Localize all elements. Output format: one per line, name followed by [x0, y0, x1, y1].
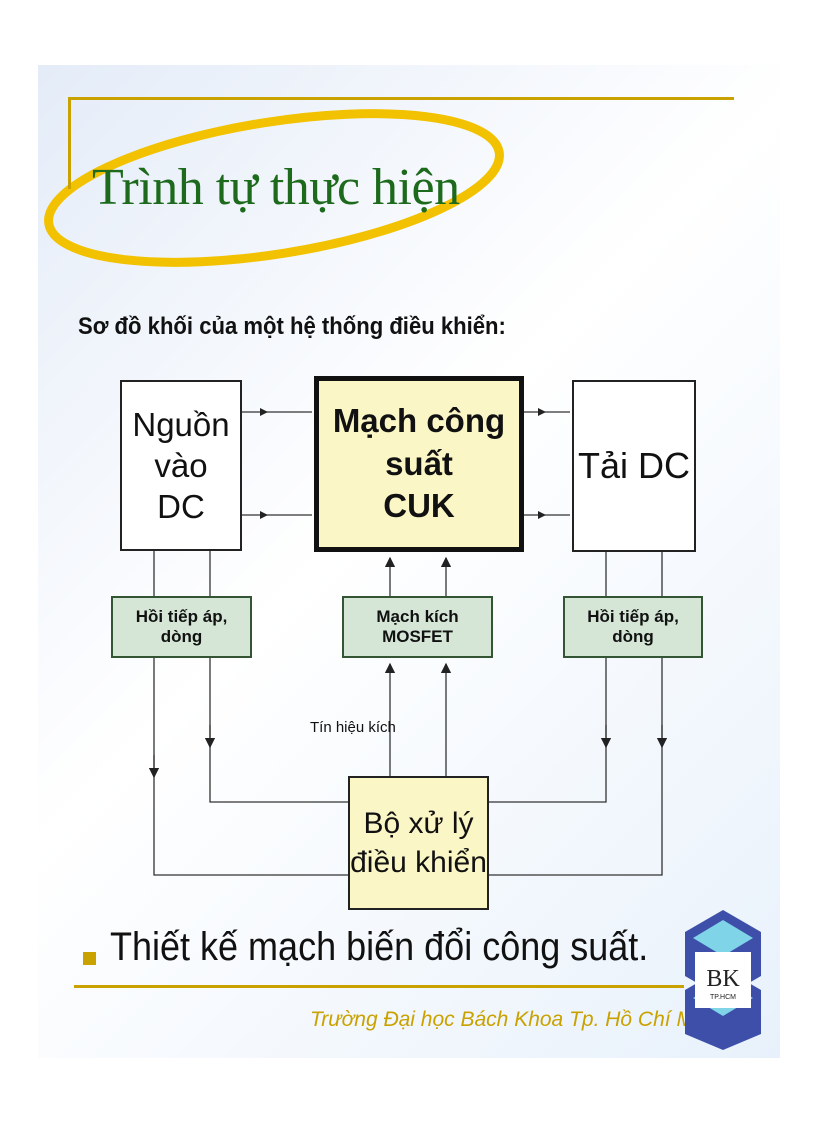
wire-fb-left-cpu-outer: [153, 658, 348, 876]
dc-source-label-1: Nguồn vào: [132, 405, 230, 484]
wire-fb-right-cpu-inner: [489, 658, 607, 803]
cuk-power-label-1: Mạch công suất: [332, 401, 506, 482]
feedback-right-block: Hồi tiếp áp, dòng: [563, 596, 703, 658]
dc-source-label-2: DC: [157, 488, 205, 526]
title-decoration: [44, 109, 504, 267]
slide-title: Trình tự thực hiện: [92, 159, 460, 216]
mosfet-driver-label: Mạch kích MOSFET: [376, 607, 459, 646]
top-rule: [68, 97, 734, 100]
cuk-power-block: Mạch công suất CUK: [314, 376, 524, 552]
title-ellipse: [44, 109, 504, 267]
bullet-text: Thiết kế mạch biến đổi công suất.: [110, 925, 649, 969]
footer-text: Trường Đại học Bách Khoa Tp. Hồ Chí Minh: [310, 1008, 722, 1031]
bk-logo-icon: BK TP.HCM: [685, 910, 761, 1050]
feedback-right-label: Hồi tiếp áp, dòng: [587, 607, 679, 646]
logo-text: BK: [706, 966, 740, 992]
slide: Trình tự thực hiện Sơ đồ khối của một hệ…: [38, 65, 780, 1058]
feedback-left-label: Hồi tiếp áp, dòng: [135, 607, 228, 646]
mosfet-driver-block: Mạch kích MOSFET: [342, 596, 493, 658]
feedback-left-block: Hồi tiếp áp, dòng: [111, 596, 252, 658]
wire-fb-left-cpu-inner: [209, 658, 348, 803]
left-rule: [68, 97, 71, 189]
logo-subtext: TP.HCM: [710, 994, 736, 1001]
controller-label-1: Bộ xử lý: [363, 807, 474, 840]
diagram-wires: [148, 408, 668, 876]
bottom-rule: [74, 985, 684, 988]
bullet-square-icon: [83, 952, 96, 965]
dc-source-block: Nguồn vào DC: [120, 380, 242, 551]
controller-label-2: điều khiển: [350, 846, 487, 879]
controller-block: Bộ xử lý điều khiển: [348, 776, 489, 910]
cuk-power-label-2: CUK: [383, 487, 455, 525]
dc-load-label: Tải DC: [577, 445, 690, 486]
wire-fb-right-cpu-outer: [489, 658, 663, 876]
trigger-signal-label: Tín hiệu kích: [310, 719, 396, 736]
diagram-subtitle: Sơ đồ khối của một hệ thống điều khiển:: [78, 313, 506, 340]
dc-load-block: Tải DC: [572, 380, 696, 552]
